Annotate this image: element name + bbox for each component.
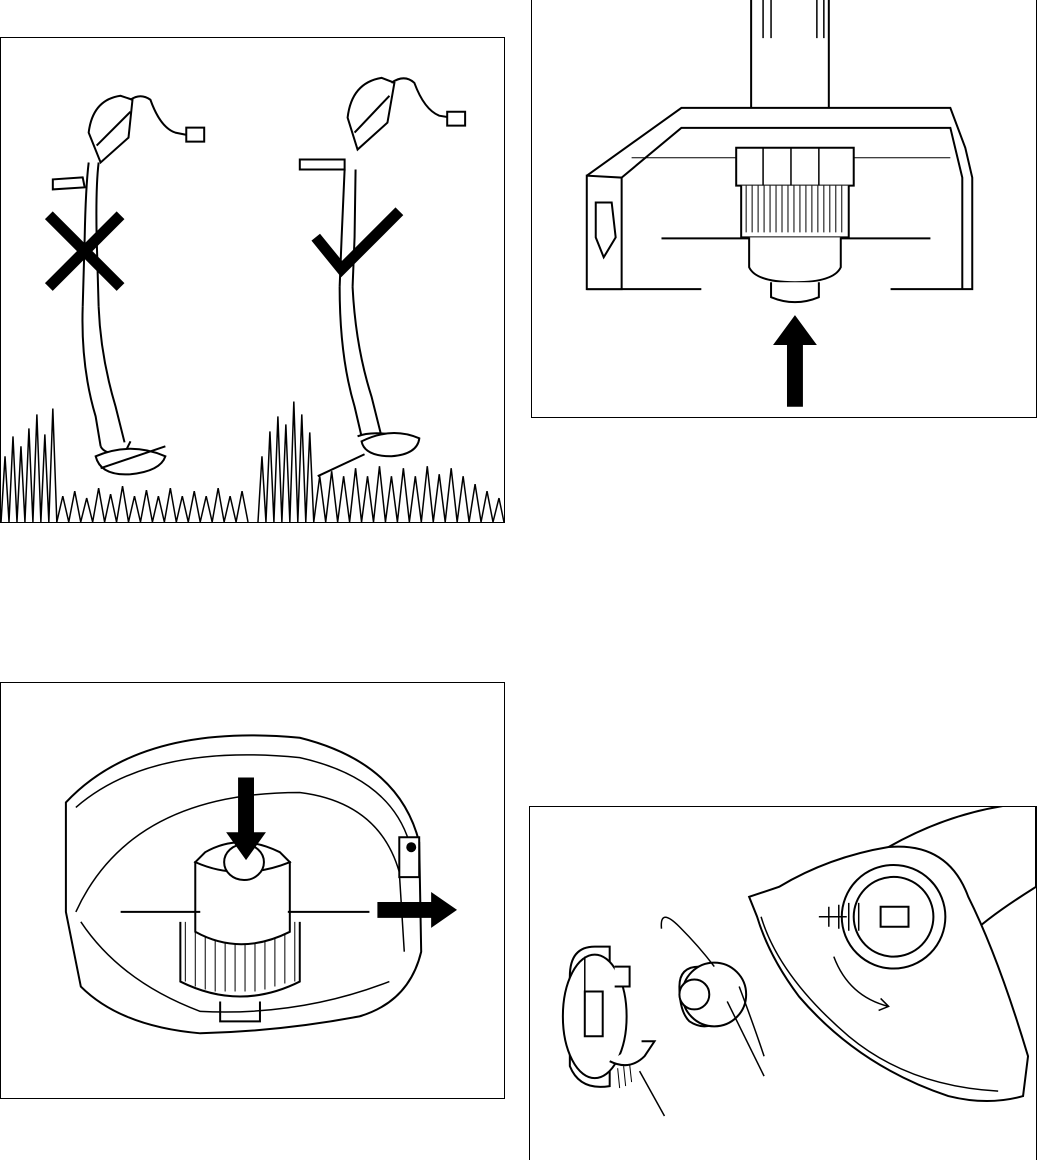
correct-mark-icon — [316, 211, 400, 269]
figure-spool-removal — [0, 682, 505, 1099]
figure-trimming-angle — [0, 37, 505, 523]
spool-removal-drawing — [1, 683, 504, 1098]
figure-spool-assembly — [529, 806, 1037, 1160]
spool-assembly-drawing — [530, 807, 1036, 1160]
arrow-up-icon — [773, 315, 817, 407]
grass-illustration — [1, 401, 504, 522]
trimming-angle-drawing — [1, 38, 504, 522]
figure-spool-push — [531, 0, 1037, 418]
trimmer-wrong — [53, 96, 204, 475]
trimmer-correct — [300, 78, 465, 476]
spool-push-drawing — [532, 0, 1036, 417]
